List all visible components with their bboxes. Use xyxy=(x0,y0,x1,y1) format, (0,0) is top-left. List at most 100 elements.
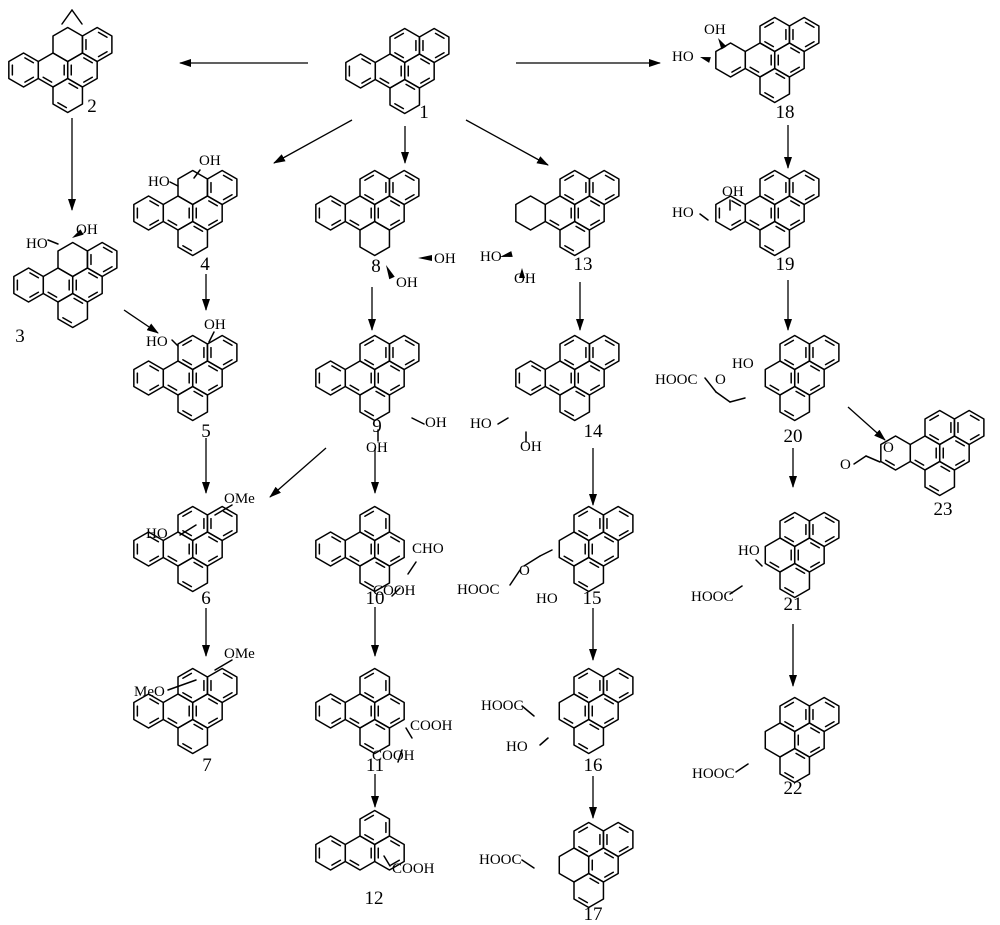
wedge-bond xyxy=(386,265,395,280)
double-bond xyxy=(578,510,589,518)
double-bond xyxy=(331,555,342,562)
c17-ring-4 xyxy=(573,872,605,909)
double-bond xyxy=(578,826,589,834)
c11-ring-5 xyxy=(315,693,347,729)
double-bond xyxy=(434,32,445,40)
c18-label-ho: HO xyxy=(672,49,694,65)
wedge-bond xyxy=(500,251,513,257)
double-bond xyxy=(364,814,375,822)
double-bond xyxy=(149,536,160,543)
c13-ring-4 xyxy=(559,220,591,257)
double-bond xyxy=(57,101,68,109)
compound-9-number: 9 xyxy=(372,416,382,437)
double-bond xyxy=(824,720,835,728)
c16-label-hooc: HOOC xyxy=(481,698,524,714)
c10-label-cooh: COOH xyxy=(373,583,416,599)
c18-label-oh: OH xyxy=(704,22,726,38)
c15-label-hooc: HOOC xyxy=(457,582,500,598)
c15-label-ho: HO xyxy=(536,591,558,607)
double-bond xyxy=(784,516,795,524)
bond xyxy=(383,855,391,867)
arrow-1-to-13 xyxy=(465,119,549,166)
double-bond xyxy=(764,193,775,201)
double-bond xyxy=(404,174,415,182)
double-bond xyxy=(604,174,615,182)
double-bond xyxy=(578,896,589,904)
compound-18-number: 18 xyxy=(776,102,795,123)
double-bond xyxy=(549,219,560,226)
c7-structure xyxy=(133,667,238,755)
double-bond xyxy=(193,723,204,731)
double-bond xyxy=(394,102,405,110)
bond xyxy=(509,569,521,586)
c6-label-ho: HO xyxy=(146,526,168,542)
c11-ring-4 xyxy=(359,718,391,755)
double-bond xyxy=(390,536,401,543)
double-bond xyxy=(564,244,575,252)
double-bond xyxy=(790,66,801,73)
double-bond xyxy=(775,225,786,233)
double-bond xyxy=(790,47,801,54)
double-bond xyxy=(24,57,35,64)
double-bond xyxy=(578,580,589,588)
c7-label-meo: MeO xyxy=(134,684,165,700)
double-bond xyxy=(47,291,58,298)
c16-structure xyxy=(558,667,634,755)
double-bond xyxy=(764,244,775,252)
c12-structure xyxy=(315,809,405,871)
c12-ring-3 xyxy=(373,835,405,871)
bond xyxy=(539,737,549,746)
double-bond xyxy=(29,291,40,298)
double-bond xyxy=(810,384,821,391)
c10-ring-5 xyxy=(315,531,347,567)
bond xyxy=(704,377,717,393)
double-bond xyxy=(331,859,342,866)
double-bond xyxy=(590,365,601,372)
bond xyxy=(405,727,413,739)
double-bond xyxy=(731,219,742,226)
compound-3-number: 3 xyxy=(15,326,25,347)
c1-ring-4 xyxy=(389,78,421,115)
double-bond xyxy=(549,384,560,391)
double-bond xyxy=(349,859,360,866)
epoxide-bond xyxy=(71,9,83,25)
c13-ring-5 xyxy=(515,195,547,231)
double-bond xyxy=(784,535,795,543)
c20-structure xyxy=(764,334,840,422)
c20-label-hooc: HOOC xyxy=(655,372,698,388)
double-bond xyxy=(149,200,160,207)
double-bond xyxy=(88,272,99,279)
compound-13-number: 13 xyxy=(574,254,593,275)
double-bond xyxy=(531,384,542,391)
epoxide-bond xyxy=(61,9,73,25)
double-bond xyxy=(404,358,415,366)
double-bond xyxy=(790,200,801,207)
double-bond xyxy=(784,409,795,417)
double-bond xyxy=(578,845,589,853)
double-bond xyxy=(379,77,390,84)
double-bond xyxy=(375,723,386,731)
double-bond xyxy=(193,561,204,569)
c1-structure xyxy=(345,27,450,115)
bond xyxy=(865,455,881,463)
double-bond xyxy=(578,529,589,537)
c7-label-ome: OMe xyxy=(224,646,255,662)
double-bond xyxy=(810,365,821,372)
c15-structure xyxy=(558,505,634,593)
double-bond xyxy=(824,535,835,543)
bond xyxy=(521,859,535,869)
bond xyxy=(167,679,197,691)
c3-label-oh: OH xyxy=(76,222,98,238)
double-bond xyxy=(182,358,193,366)
double-bond xyxy=(955,440,966,447)
double-bond xyxy=(364,339,375,347)
double-bond xyxy=(364,742,375,750)
compound-22-number: 22 xyxy=(784,778,803,799)
double-bond xyxy=(390,200,401,207)
double-bond xyxy=(784,720,795,728)
c22-ring-4 xyxy=(779,747,811,784)
double-bond xyxy=(604,536,615,543)
double-bond xyxy=(618,691,629,699)
bond xyxy=(47,239,59,245)
c8-ring-4 xyxy=(359,220,391,257)
